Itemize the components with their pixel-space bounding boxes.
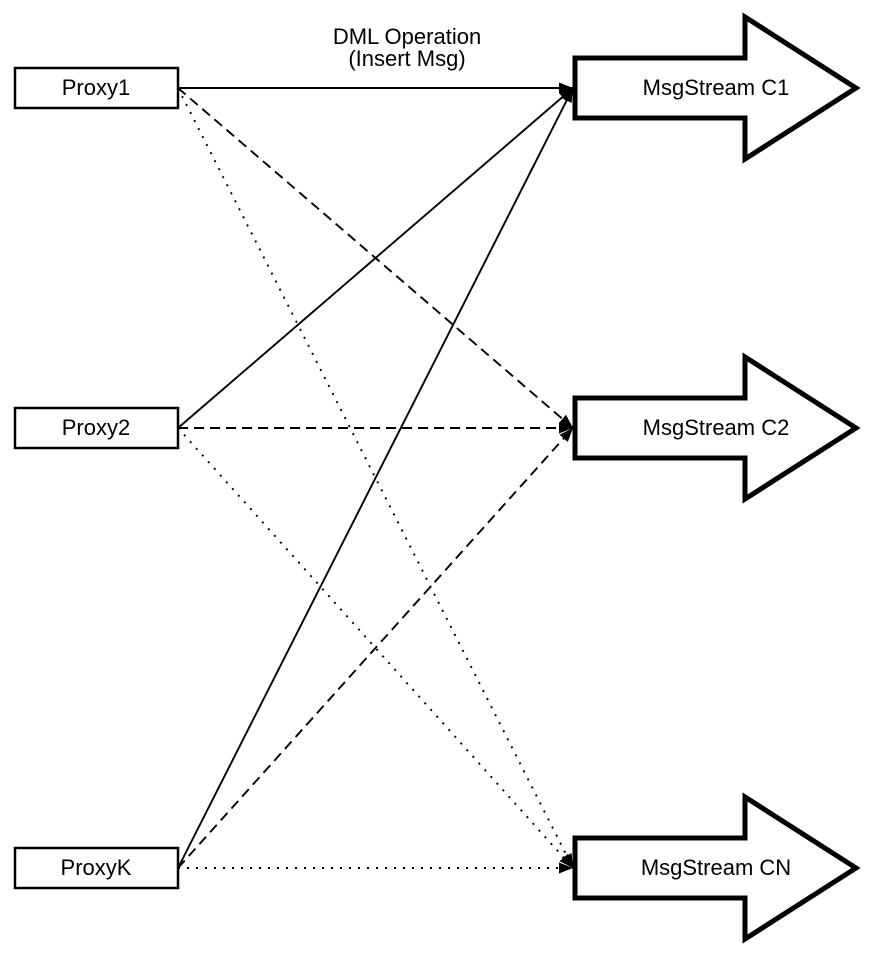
annotation-line1: DML Operation: [333, 24, 481, 49]
msgstream-c1-arrow-icon: [572, 12, 861, 164]
connection-proxy1-to-cn-dotted: [177, 87, 574, 869]
connection-proxyk-to-c1-solid: [177, 87, 574, 869]
proxy1-node: Proxy1: [13, 66, 180, 110]
msgstream-cn-node: MsgStream CN: [572, 792, 861, 944]
annotation-line2: (Insert Msg): [348, 46, 465, 71]
proxy2-box: [13, 406, 180, 450]
connection-lines: [177, 82, 574, 874]
msgstream-cn-arrow-icon: [572, 792, 861, 944]
msgstream-c1-label: MsgStream C1: [643, 75, 790, 100]
proxyk-label: ProxyK: [61, 855, 132, 880]
proxyk-box: [13, 846, 180, 890]
proxy1-label: Proxy1: [62, 75, 130, 100]
proxy2-label: Proxy2: [62, 415, 130, 440]
msgstream-c2-arrow-icon: [572, 352, 861, 504]
annotation: DML Operation (Insert Msg): [333, 24, 481, 71]
proxy2-node: Proxy2: [13, 406, 180, 450]
msgstream-c1-node: MsgStream C1: [572, 12, 861, 164]
connection-proxyk-to-c2-dashed: [177, 427, 574, 869]
proxyk-node: ProxyK: [13, 846, 180, 890]
msgstream-cn-label: MsgStream CN: [641, 855, 791, 880]
msgstream-c2-node: MsgStream C2: [572, 352, 861, 504]
connection-proxy2-to-c1-solid: [177, 87, 574, 429]
msgstream-c2-label: MsgStream C2: [643, 415, 790, 440]
